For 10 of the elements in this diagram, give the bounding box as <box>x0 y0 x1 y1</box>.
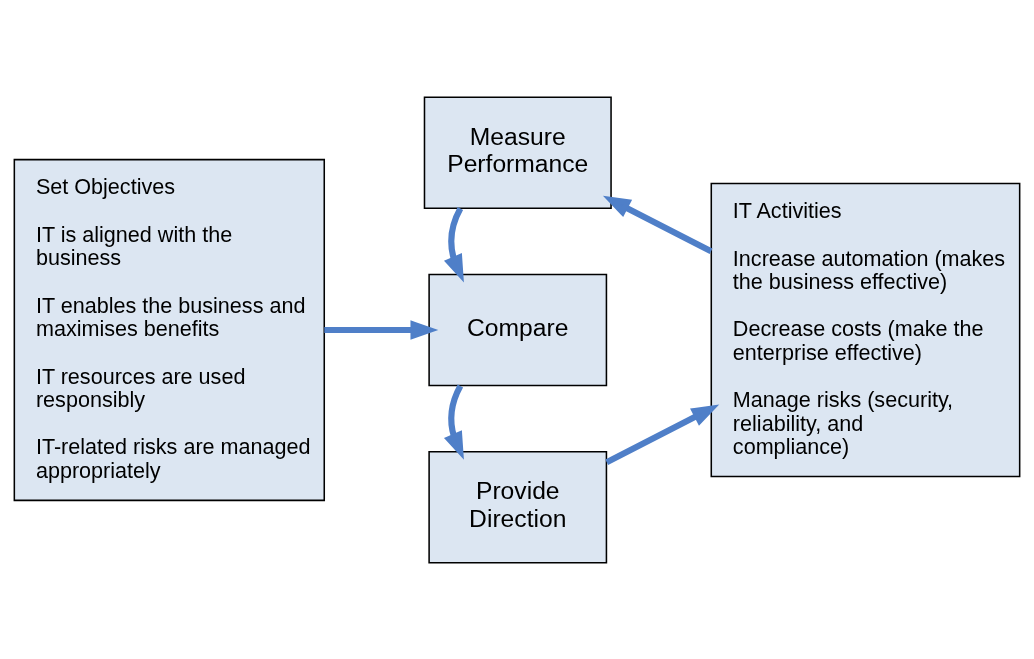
arrow <box>443 383 464 460</box>
arrow <box>324 319 439 340</box>
arrow <box>443 206 464 282</box>
node-box: Set Objectives IT is aligned with the business IT enables the business and maximises benefits IT resources are used responsibly IT-related risks are managed appropriately <box>13 158 326 501</box>
node-box: Measure Performance <box>423 95 612 209</box>
node-box: Compare <box>428 273 608 386</box>
arrow <box>605 403 720 465</box>
node-box: Provide Direction <box>428 450 608 564</box>
arrow <box>602 195 713 254</box>
node-box: IT Activities Increase automation (makes the business effective) Decrease costs (make the enterprise effective) Manage risks (security, reliability, and compliance) <box>710 182 1021 477</box>
